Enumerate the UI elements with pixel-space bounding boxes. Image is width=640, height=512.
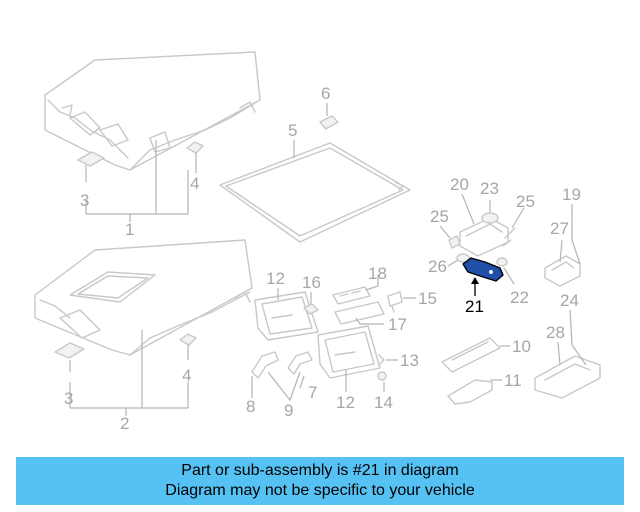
part-4-bottom-drawing — [179, 333, 197, 346]
callout-9: 9 — [284, 401, 293, 420]
leader-lines — [69, 103, 587, 416]
part-21-highlighted-drawing — [462, 257, 504, 282]
callout-19: 19 — [562, 185, 581, 204]
callout-12-bottom: 12 — [336, 393, 355, 412]
part-26-drawing — [456, 253, 470, 263]
part-4-top-drawing — [186, 141, 204, 154]
part-16-drawing — [303, 303, 319, 315]
info-banner: Part or sub-assembly is #21 in diagram D… — [16, 457, 624, 505]
part-20-drawing — [459, 217, 509, 257]
part-6-drawing — [319, 115, 339, 130]
callout-3-top: 3 — [80, 191, 89, 210]
callout-25-left: 25 — [430, 207, 449, 226]
part-8-drawing — [251, 351, 279, 379]
sun-visor-12-bottom-drawing — [317, 325, 381, 379]
part-17-drawing — [334, 301, 385, 325]
callout-13: 13 — [400, 351, 419, 370]
part-7-drawing — [287, 351, 313, 375]
sun-visor-12-top-drawing — [254, 291, 319, 341]
part-18-drawing — [332, 286, 371, 305]
part-10-drawing — [441, 337, 501, 373]
callout-14: 14 — [374, 393, 393, 412]
callout-5: 5 — [288, 121, 297, 140]
callout-8: 8 — [246, 397, 255, 416]
part-5-drawing — [219, 142, 411, 243]
callout-20: 20 — [450, 175, 469, 194]
callout-labels: 1 2 3 3 4 4 5 6 7 8 9 10 11 12 12 13 14 … — [64, 84, 581, 433]
part-14-drawing — [377, 371, 387, 381]
callout-28: 28 — [546, 323, 565, 342]
callout-17: 17 — [388, 315, 407, 334]
callout-22: 22 — [510, 288, 529, 307]
callout-25-right: 25 — [516, 192, 535, 211]
callout-12-top: 12 — [266, 269, 285, 288]
callout-3-bottom: 3 — [64, 389, 73, 408]
part-13-drawing — [378, 354, 385, 366]
callout-16: 16 — [302, 273, 321, 292]
exploded-parts-diagram: 1 2 3 3 4 4 5 6 7 8 9 10 11 12 12 13 14 … — [34, 51, 601, 433]
callout-10: 10 — [512, 337, 531, 356]
banner-line-1: Part or sub-assembly is #21 in diagram — [181, 462, 459, 479]
callout-15: 15 — [418, 289, 437, 308]
callout-6: 6 — [321, 84, 330, 103]
callout-2: 2 — [120, 414, 129, 433]
part-23-drawing — [481, 212, 499, 224]
part-28-drawing — [534, 355, 601, 399]
callout-21-highlighted: 21 — [465, 297, 484, 316]
callout-27: 27 — [550, 219, 569, 238]
callout-11: 11 — [504, 371, 522, 390]
part-11-drawing — [447, 379, 493, 405]
part-21-arrow — [471, 277, 479, 284]
callout-23: 23 — [480, 179, 499, 198]
callout-24: 24 — [560, 291, 579, 310]
part-15-drawing — [387, 291, 403, 313]
callout-18: 18 — [368, 264, 387, 283]
part-27-drawing — [544, 255, 581, 287]
part-3-top-drawing — [77, 151, 105, 167]
callout-26: 26 — [428, 257, 447, 276]
part-25-right-drawing — [502, 227, 516, 247]
callout-4-top: 4 — [190, 174, 199, 193]
part-22-drawing — [496, 257, 508, 267]
part-25-left-drawing — [448, 235, 461, 249]
headliner-2-drawing — [34, 239, 253, 356]
callout-4-bottom: 4 — [182, 366, 191, 385]
part-3-bottom-drawing — [54, 342, 85, 359]
callout-7: 7 — [308, 383, 317, 402]
callout-1: 1 — [125, 220, 134, 239]
headliner-1-drawing — [44, 51, 261, 171]
banner-line-2: Diagram may not be specific to your vehi… — [165, 482, 475, 499]
